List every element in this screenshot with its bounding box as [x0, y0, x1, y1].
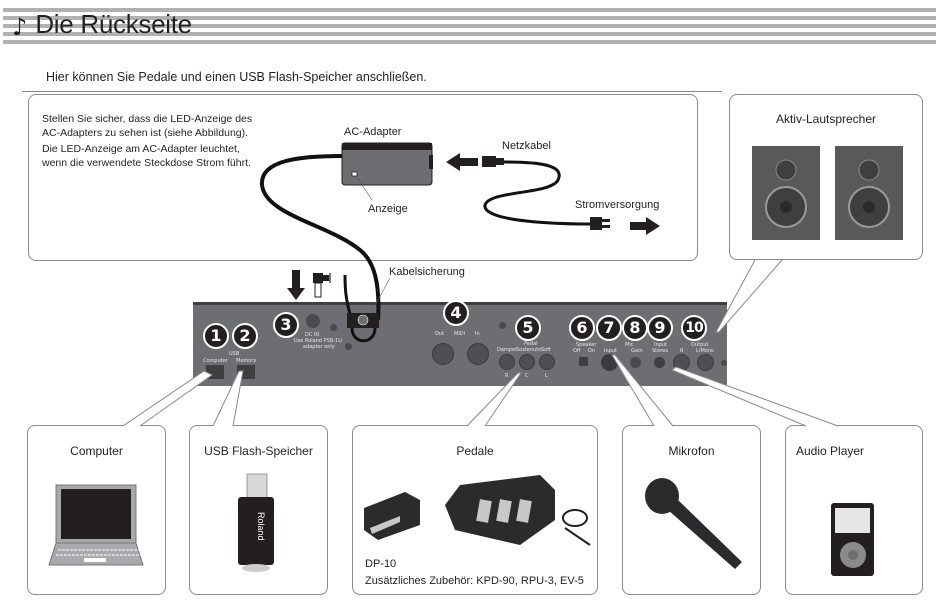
dc-in-label: DC IN [305, 332, 320, 338]
dc-plug-icon [313, 273, 331, 298]
power-supply-label: Stromversorgung [575, 199, 660, 211]
mic-gain-knob[interactable] [630, 357, 641, 368]
midi-in-label: In [475, 331, 480, 337]
device-label: Pedale [456, 444, 494, 458]
speakers-box: Aktiv-Lautsprecher [729, 94, 923, 260]
pedal-sostenuto-label: Sostenuto [516, 347, 542, 353]
pedal-sostenuto-jack[interactable] [519, 354, 535, 370]
speaker-off-label: Off [573, 348, 581, 354]
led-note-paragraph: Die LED-Anzeige am AC-Adapter leuchtet, … [42, 143, 251, 169]
device-box-mic: Mikrofon [622, 425, 761, 595]
usb-memory-port[interactable] [237, 365, 255, 379]
screw [345, 343, 352, 350]
midi-in-jack[interactable] [467, 343, 489, 365]
device-label: Mikrofon [668, 444, 715, 458]
screw [330, 324, 337, 331]
badge-6: 6 [569, 315, 595, 341]
input-stereo-label: Stereo [652, 348, 669, 354]
dc-note: Use Roland PSB-1U [294, 338, 342, 344]
pedal-soft-label: Soft [541, 347, 551, 353]
speakers-label: Aktiv-Lautsprecher [775, 112, 877, 126]
device-box-pedals: Pedale DP-10 Zusätzliches Zubehör: KPD-9… [352, 425, 598, 595]
pedal-damper-jack[interactable] [499, 354, 515, 370]
intro-text: Hier können Sie Pedale und einen USB Fla… [46, 70, 427, 84]
usb-memory-label: Memory [236, 358, 257, 364]
device-label: Computer [70, 444, 123, 458]
usb-group-label: USB [229, 351, 240, 357]
speaker-on-label: On [588, 348, 596, 354]
screw [499, 322, 506, 329]
badge-1: 1 [203, 323, 229, 349]
divider [22, 91, 722, 92]
arrow-down-icon [287, 270, 305, 300]
back-panel: 1 2 USB Computer Memory 3 DC IN Use Rola… [193, 300, 727, 386]
pedal-damper-label: Damper [497, 347, 518, 353]
speaker-switch[interactable] [579, 357, 588, 366]
device-box-audio-player: Audio Player [785, 425, 923, 595]
header-staff-lines [0, 8, 936, 44]
led-note-paragraph: Stellen Sie sicher, dass die LED-Anzeige… [42, 113, 253, 139]
pedal-c-label: C [525, 373, 529, 379]
badge-10: 10 [681, 315, 707, 341]
led-note: Stellen Sie sicher, dass die LED-Anzeige… [42, 113, 262, 170]
usb-computer-label: Computer [203, 358, 228, 364]
badge-3: 3 [273, 312, 299, 338]
pedal-accessories: Zusätzliches Zubehör: KPD-90, RPU-3, EV-… [365, 575, 584, 587]
device-label: Audio Player [796, 444, 865, 458]
input-stereo-jack[interactable] [654, 357, 665, 368]
screw [721, 360, 727, 366]
midi-out-jack[interactable] [432, 343, 454, 365]
page-header: ♪ Die Rückseite [12, 6, 192, 42]
badge-5: 5 [515, 315, 541, 341]
indicator-label: Anzeige [368, 203, 408, 215]
usb-computer-port[interactable] [206, 365, 224, 379]
output-r-label: R [680, 348, 684, 354]
dc-note: adaptor only [303, 344, 335, 350]
output-l-label: L/Mono [696, 348, 715, 354]
pedal-soft-jack[interactable] [539, 354, 555, 370]
device-box-usb: USB Flash-Speicher [189, 425, 328, 595]
mic-input-jack[interactable] [601, 354, 618, 371]
input-group-label: Input [654, 342, 667, 348]
cable-hook-label: Kabelsicherung [389, 266, 465, 278]
page-title: Die Rückseite [35, 8, 192, 39]
dc-in-jack[interactable] [306, 314, 320, 328]
midi-out-label: Out [435, 331, 445, 337]
midi-group-label: MIDI [454, 331, 466, 337]
ac-adapter-label: AC-Adapter [344, 126, 402, 138]
mic-gain-label: Gain [631, 348, 643, 354]
badge-9: 9 [647, 315, 673, 341]
badge-8: 8 [622, 315, 648, 341]
output-l-jack[interactable] [697, 354, 714, 371]
pedal-r-label: R [505, 373, 509, 379]
pedal-l-label: L [545, 373, 548, 379]
badge-2: 2 [232, 323, 258, 349]
pedal-group-label: Pedal [524, 341, 538, 347]
badge-4: 4 [443, 300, 469, 326]
pedal-model: DP-10 [365, 558, 397, 570]
badge-7: 7 [596, 315, 622, 341]
speaker-group-label: Speaker [576, 342, 597, 348]
music-note-icon: ♪ [12, 13, 28, 41]
mic-group-label: Mic [625, 342, 634, 348]
output-r-jack[interactable] [673, 354, 690, 371]
output-group-label: Output [691, 342, 709, 348]
power-cord-label: Netzkabel [502, 140, 551, 152]
mic-input-label: Input [604, 348, 617, 354]
device-box-computer: Computer [27, 425, 166, 595]
device-label: USB Flash-Speicher [204, 444, 313, 458]
